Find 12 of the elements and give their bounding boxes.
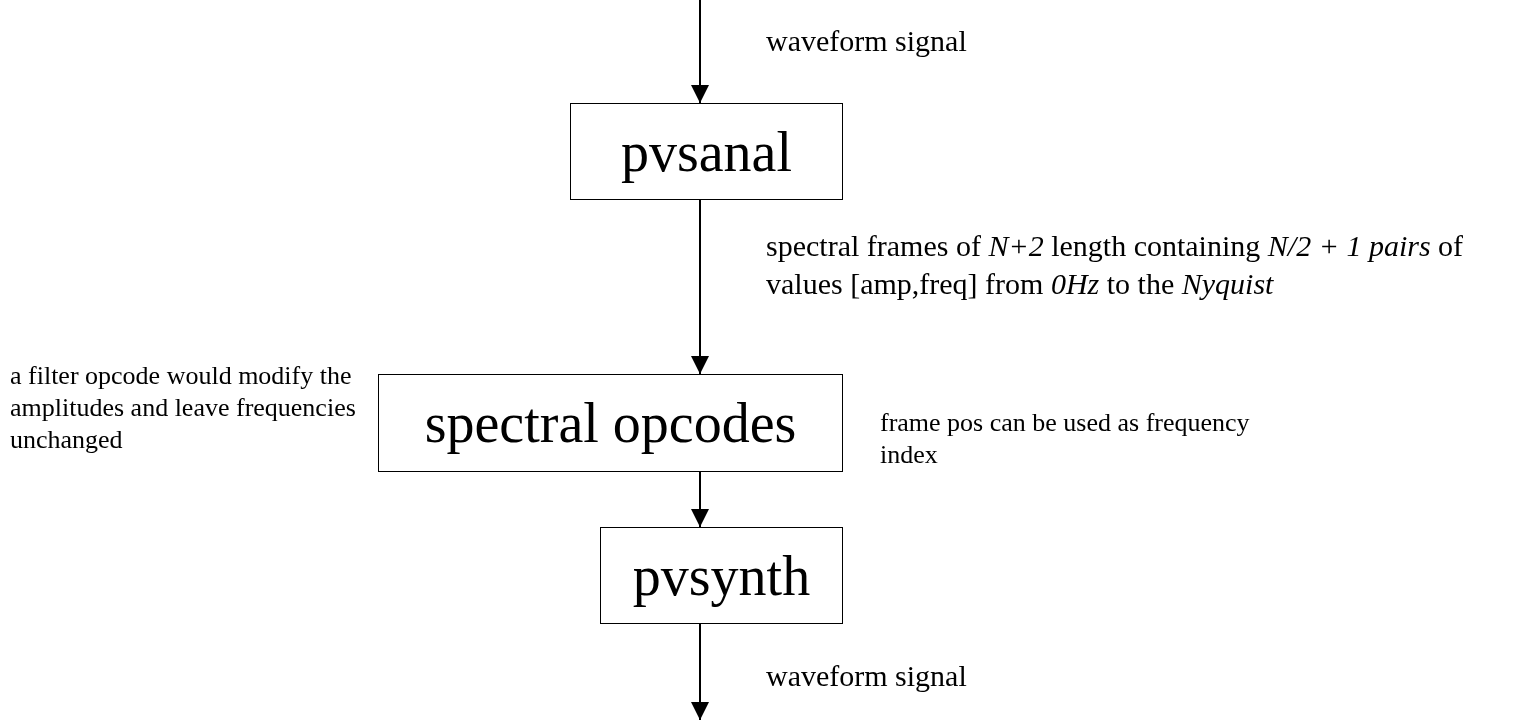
edge-label: waveform signal	[766, 23, 968, 59]
arrow	[691, 623, 709, 721]
arrow	[691, 0, 709, 104]
edge-label: waveform signal	[766, 658, 968, 694]
annotation-note: frame pos can be used as frequency index	[880, 407, 1251, 471]
edge-label: spectral frames of N+2 length containing N/2 + 1 pairs of values [amp,freq] from 0Hz to the Nyquist	[766, 228, 1465, 302]
process-box	[570, 103, 843, 200]
process-box	[600, 527, 843, 624]
arrow	[691, 471, 709, 528]
process-box	[378, 374, 843, 472]
arrow	[691, 199, 709, 375]
annotation-note: a filter opcode would modify the amplitudes and leave frequencies unchanged	[10, 360, 357, 456]
